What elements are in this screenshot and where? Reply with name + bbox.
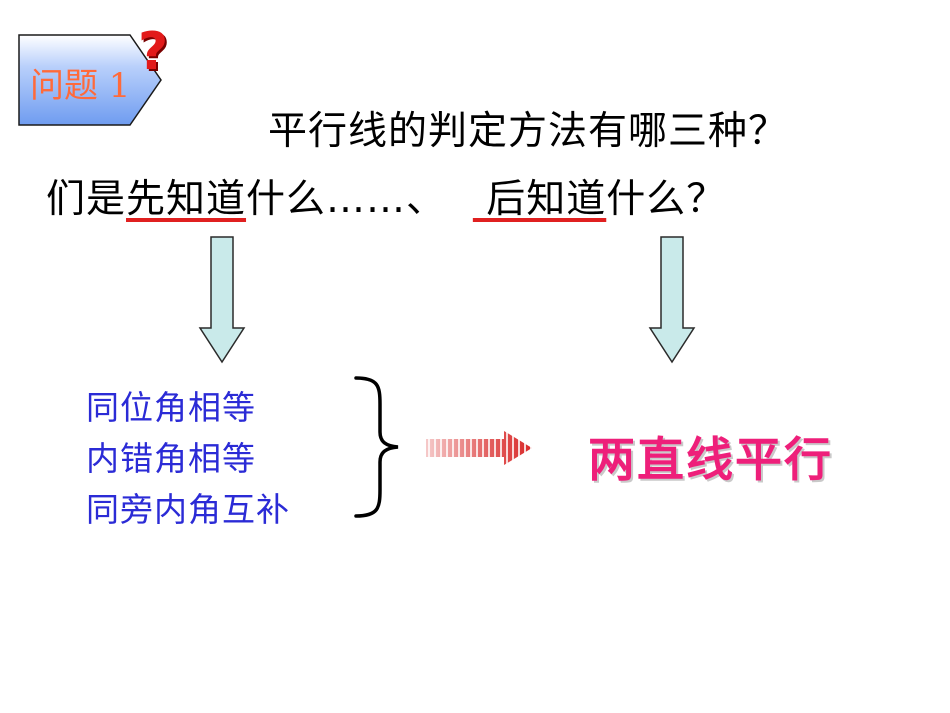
known-after-underlined: 后知道 bbox=[472, 177, 607, 222]
question-mark-icon: ? bbox=[138, 22, 169, 82]
question-suffix: 什么？ bbox=[606, 177, 727, 222]
condition-1: 同位角相等 bbox=[86, 388, 256, 427]
question-line-2: 们是先知道什么……、 后知道什么？ bbox=[46, 168, 726, 224]
question-middle: 什么……、 bbox=[246, 177, 447, 222]
question-line-1: 平行线的判定方法有哪三种？ bbox=[268, 109, 789, 154]
condition-3: 同旁内角互补 bbox=[86, 490, 290, 529]
striped-right-arrow-icon bbox=[426, 431, 532, 465]
question-gap bbox=[446, 177, 473, 222]
down-arrow-right-icon bbox=[648, 236, 696, 364]
problem-tag bbox=[18, 34, 162, 126]
conclusion-text: 两直线平行 bbox=[588, 433, 833, 488]
condition-2: 内错角相等 bbox=[86, 439, 256, 478]
known-first-underlined: 先知道 bbox=[126, 177, 247, 222]
down-arrow-left-icon bbox=[198, 236, 246, 364]
right-brace-icon bbox=[354, 376, 399, 518]
problem-tag-label: 问题 1 bbox=[30, 66, 131, 106]
question-prefix: 们是 bbox=[46, 177, 127, 222]
